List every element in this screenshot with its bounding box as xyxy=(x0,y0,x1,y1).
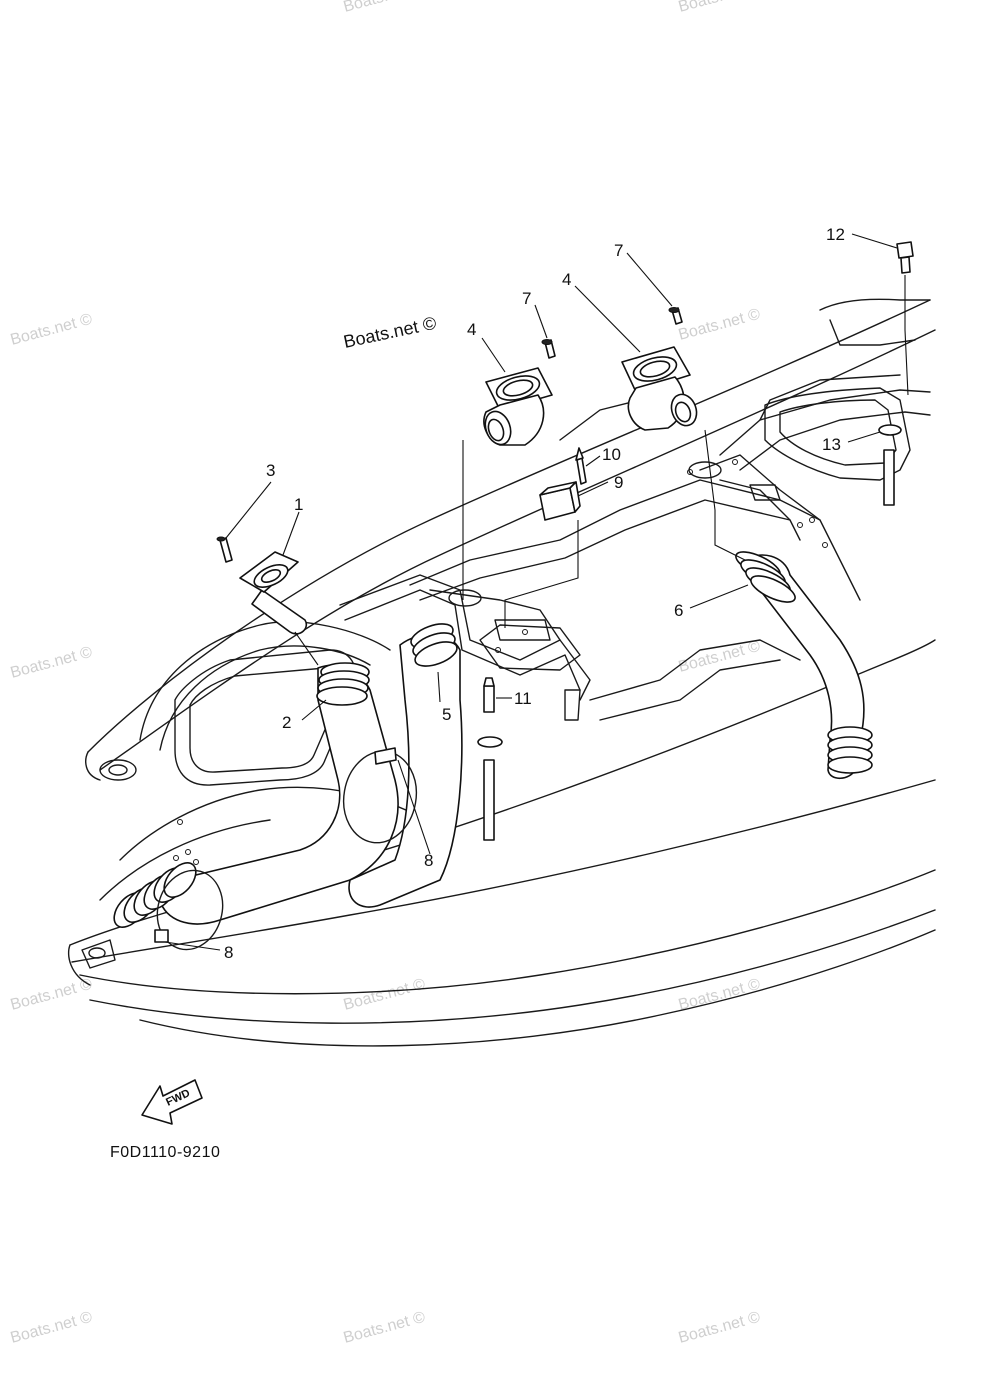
callout-9: 9 xyxy=(614,473,623,492)
watermark: Boats.net © xyxy=(342,976,428,1014)
alignment-lines xyxy=(294,275,909,666)
part-3-screw xyxy=(216,536,233,563)
callout-10: 10 xyxy=(602,445,621,464)
part-4-elbow-right xyxy=(621,346,698,431)
callout-1: 1 xyxy=(294,495,303,514)
callout-7-left: 7 xyxy=(522,289,531,308)
watermark: Boats.net © xyxy=(677,0,763,16)
watermark: Boats.net © xyxy=(677,1309,763,1347)
credit-text: Boats.net © xyxy=(342,313,438,352)
fwd-arrow: FWD xyxy=(141,1079,203,1125)
callout-2: 2 xyxy=(282,713,291,732)
callout-5: 5 xyxy=(442,705,451,724)
callout-11: 11 xyxy=(514,689,532,708)
watermark: Boats.net © xyxy=(677,306,763,344)
callout-12: 12 xyxy=(826,225,845,244)
part-11-plug xyxy=(477,677,503,841)
callout-3: 3 xyxy=(266,461,275,480)
watermark: Boats.net © xyxy=(9,644,95,682)
callout-6: 6 xyxy=(674,601,683,620)
part-7-screws xyxy=(541,307,683,359)
watermark: Boats.net © xyxy=(342,0,428,16)
part-8-bands xyxy=(154,747,418,951)
watermark: Boats.net © xyxy=(9,311,95,349)
part-5-hose xyxy=(348,623,463,908)
deck-structure xyxy=(99,298,931,901)
callout-4-right: 4 xyxy=(562,270,571,289)
watermark: Boats.net © xyxy=(342,1309,428,1347)
callout-7-right: 7 xyxy=(614,241,623,260)
callout-8-front: 8 xyxy=(224,943,233,962)
callout-labels: 1 2 3 4 4 5 6 7 7 8 8 9 10 11 12 13 xyxy=(224,225,845,962)
callout-13: 13 xyxy=(822,435,841,454)
callout-4-left: 4 xyxy=(467,320,476,339)
callout-8-center: 8 xyxy=(424,851,433,870)
watermark: Boats.net © xyxy=(9,976,95,1014)
part-12-cap-and-13-clamp xyxy=(878,241,914,506)
part-1-duct-flange xyxy=(239,551,308,635)
figure-code: F0D1110-9210 xyxy=(110,1144,220,1161)
part-9-clip-and-10-pin xyxy=(539,447,587,521)
part-4-elbow-left xyxy=(483,367,553,446)
hull-outline xyxy=(67,299,936,1047)
watermark: Boats.net © xyxy=(9,1309,95,1347)
part-6-hose xyxy=(735,551,873,780)
callout-leaders xyxy=(164,233,898,951)
